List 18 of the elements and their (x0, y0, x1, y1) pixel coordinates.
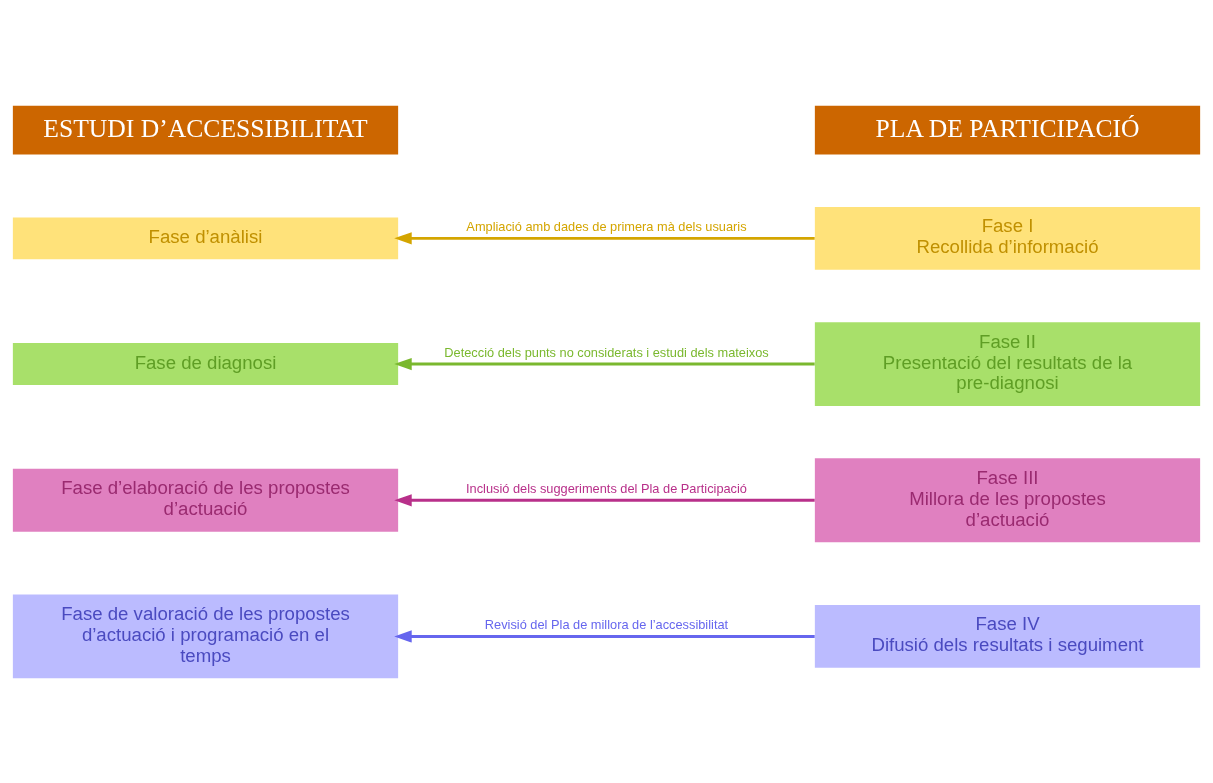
edge-label: Ampliació amb dades de primera mà dels usuaris (466, 218, 747, 234)
arrow (394, 231, 815, 244)
node-box: Fase IV Difusió dels resultats i seguiment (814, 604, 1201, 668)
edge-label: Detecció dels punts no considerats i estudi dels mateixos (444, 344, 769, 360)
edge-label: Revisió del Pla de millora de l’accessibilitat (484, 616, 729, 632)
node-box: Fase I Recollida d’informació (814, 206, 1201, 270)
node-box: Fase II Presentació del resultats de la pre-diagnosi (814, 321, 1201, 406)
node-box: Fase de diagnosi (12, 342, 399, 385)
node-box: Fase d’elaboració de les propostes d’actuació (12, 468, 399, 532)
edge-label: Inclusió dels suggeriments del Pla de Participació (466, 480, 747, 496)
arrow (394, 357, 815, 370)
node-box: Fase III Millora de les propostes d’actuació (814, 457, 1201, 542)
node-box: Fase d’anàlisi (12, 216, 399, 259)
node-box: Fase de valoració de les propostes d’actuació i programació en el temps (12, 594, 399, 678)
node-box: ESTUDI D’ACCESSIBILITAT (12, 105, 399, 155)
node-box: PLA DE PARTICIPACIÓ (814, 105, 1201, 155)
arrow (394, 629, 815, 643)
arrow (394, 493, 815, 506)
